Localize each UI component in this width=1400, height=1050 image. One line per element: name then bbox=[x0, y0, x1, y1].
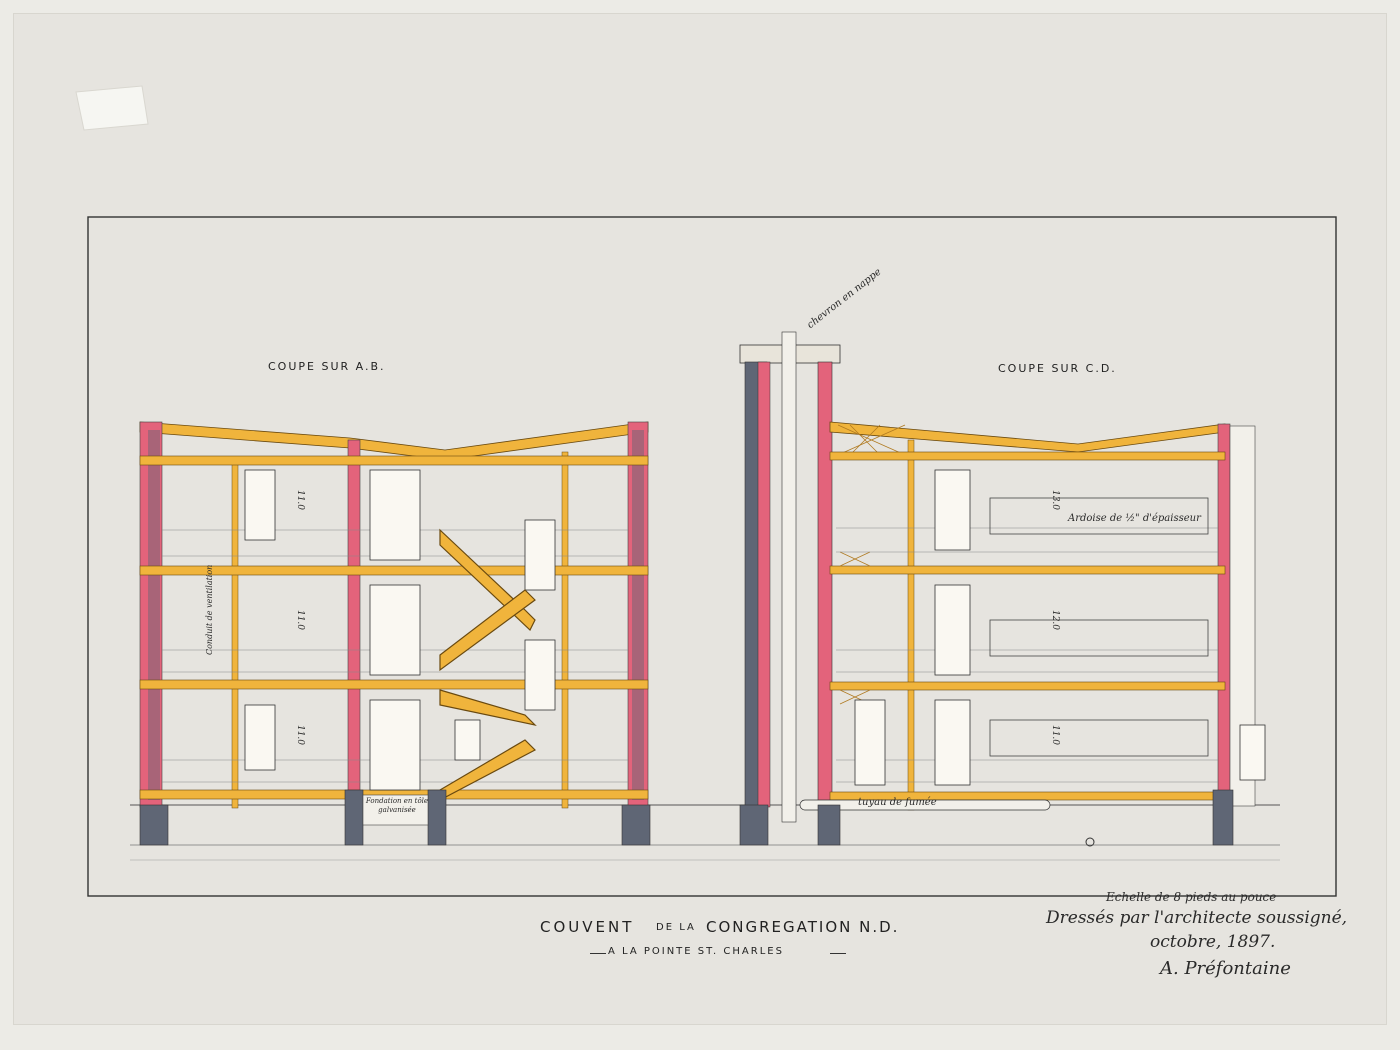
note-fondation: Fondation en tôle galvanisée bbox=[365, 797, 429, 814]
tape-piece bbox=[75, 85, 149, 131]
roof-ab bbox=[139, 421, 649, 461]
subtitle-rule-right bbox=[830, 953, 846, 954]
subtitle: A LA POINTE ST. CHARLES bbox=[608, 946, 784, 957]
dim-cd-1: 11.0 bbox=[1050, 724, 1061, 746]
note-ardoise: Ardoise de ½" d'épaisseur bbox=[1068, 513, 1201, 524]
right-wall-cd bbox=[1217, 423, 1231, 811]
signature-line-2: octobre, 1897. bbox=[1150, 932, 1276, 952]
subtitle-rule-left bbox=[590, 953, 606, 954]
dim-ab-1: 11.0 bbox=[295, 724, 306, 746]
dim-ab-3: 11.0 bbox=[295, 489, 306, 511]
floor-2-ab bbox=[139, 565, 649, 576]
title-congregation: CONGREGATION N.D. bbox=[706, 918, 900, 936]
title-main: COUVENT bbox=[540, 918, 635, 936]
paper-background bbox=[14, 14, 1386, 1024]
section-ab bbox=[139, 421, 651, 846]
title-de-la: DE LA bbox=[656, 922, 696, 933]
section-cd-label: COUPE SUR C.D. bbox=[998, 362, 1117, 375]
signature-line-1: Dressés par l'architecte soussigné, bbox=[1046, 908, 1348, 928]
dim-cd-2: 12.0 bbox=[1050, 609, 1061, 631]
note-tuyau: tuyau de fumée bbox=[858, 797, 937, 808]
dim-ab-2: 11.0 bbox=[295, 609, 306, 631]
center-wall-ab bbox=[347, 439, 361, 809]
signature-name: A. Préfontaine bbox=[1160, 958, 1291, 979]
floor-1-ab bbox=[139, 679, 649, 690]
drawing-frame bbox=[87, 216, 1337, 897]
section-ab-label: COUPE SUR A.B. bbox=[268, 360, 386, 373]
section-cd bbox=[739, 331, 1266, 847]
dim-cd-3: 13.0 bbox=[1050, 489, 1061, 511]
note-ventilation: Conduit de ventilation bbox=[205, 564, 214, 655]
roof-cd bbox=[829, 421, 1226, 453]
flue-pipe bbox=[781, 331, 797, 823]
floor-3-ab bbox=[139, 455, 649, 466]
scale-note: Echelle de 8 pieds au pouce bbox=[1106, 890, 1277, 904]
